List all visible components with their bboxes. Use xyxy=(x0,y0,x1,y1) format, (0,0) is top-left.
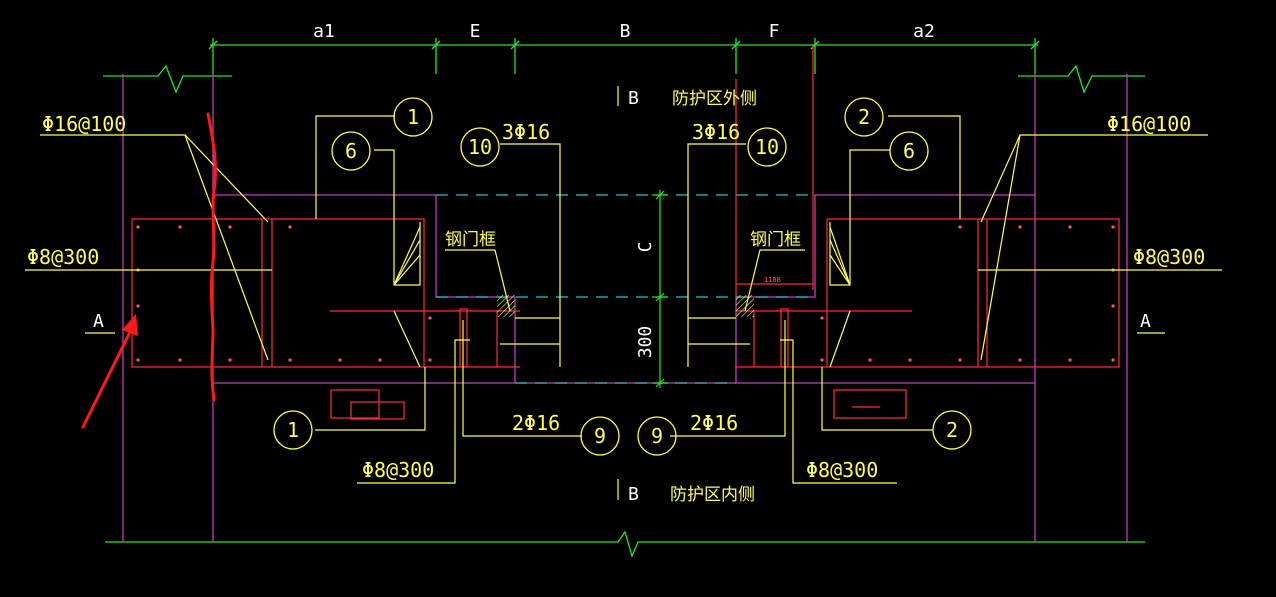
callout-9-left: 9 xyxy=(594,424,606,448)
markup-arrow xyxy=(81,314,138,429)
dim-300-label: 300 xyxy=(635,326,656,359)
steel-frame-hatch-left xyxy=(497,295,515,317)
dim-a2-label: a2 xyxy=(913,21,935,42)
section-a-left: A xyxy=(93,311,104,332)
steel-frame-hatch-right xyxy=(736,295,754,317)
steel-frame-label-right: 钢门框 xyxy=(750,230,801,250)
vertical-dimension xyxy=(652,190,668,388)
rebar-label-right-bottom: Φ8@300 xyxy=(806,458,878,482)
callout-numbers: 1 6 10 10 2 6 1 9 9 2 xyxy=(287,105,958,448)
callout-10-right: 10 xyxy=(755,135,779,159)
rebar-label-right-top: Φ16@100 xyxy=(1107,112,1191,136)
markup-freehand-line xyxy=(206,112,217,402)
callout-9-right: 9 xyxy=(651,424,663,448)
rebar-label-left-3phi16: 3Φ16 xyxy=(502,120,550,144)
concrete-outlines xyxy=(131,45,1120,420)
section-b-bottom: B xyxy=(628,484,639,505)
rebar-label-right-2phi16: 2Φ16 xyxy=(690,411,738,435)
dim-small-label: 1188 xyxy=(764,276,781,284)
rebar-label-left-mid: Φ8@300 xyxy=(27,245,99,269)
zone-outer-label: 防护区外侧 xyxy=(672,89,757,109)
dim-c-label: C xyxy=(635,242,656,253)
wall-outlines xyxy=(122,74,1128,542)
rebar-label-left-bottom: Φ8@300 xyxy=(362,458,434,482)
dim-b-label: B xyxy=(620,21,631,42)
leader-lines xyxy=(25,86,1222,500)
dim-f-label: F xyxy=(769,21,780,42)
rebar-label-left-2phi16: 2Φ16 xyxy=(512,411,560,435)
break-lines xyxy=(103,64,1145,558)
callout-1-top: 1 xyxy=(407,105,419,129)
rebar-label-right-3phi16: 3Φ16 xyxy=(692,120,740,144)
rebar-label-left-top: Φ16@100 xyxy=(42,112,126,136)
callout-10-left: 10 xyxy=(468,135,492,159)
zone-inner-label: 防护区内侧 xyxy=(670,485,755,505)
callout-1-bottom: 1 xyxy=(287,418,299,442)
callout-circles xyxy=(273,97,972,456)
dimension-labels: a1 E B F a2 xyxy=(313,21,935,42)
callout-2-bottom: 2 xyxy=(946,418,958,442)
axis-dashes xyxy=(436,194,815,384)
callout-6-left: 6 xyxy=(345,139,357,163)
rebar-label-right-mid: Φ8@300 xyxy=(1133,245,1205,269)
callout-2-top: 2 xyxy=(858,105,870,129)
steel-frame-label-left: 钢门框 xyxy=(445,230,496,250)
section-b-top: B xyxy=(628,88,639,109)
dim-e-label: E xyxy=(470,21,481,42)
callout-6-right: 6 xyxy=(903,139,915,163)
top-dimension-chain xyxy=(208,38,1040,74)
rebar-dots xyxy=(136,225,1115,362)
section-a-right: A xyxy=(1140,311,1151,332)
dim-a1-label: a1 xyxy=(313,21,335,42)
